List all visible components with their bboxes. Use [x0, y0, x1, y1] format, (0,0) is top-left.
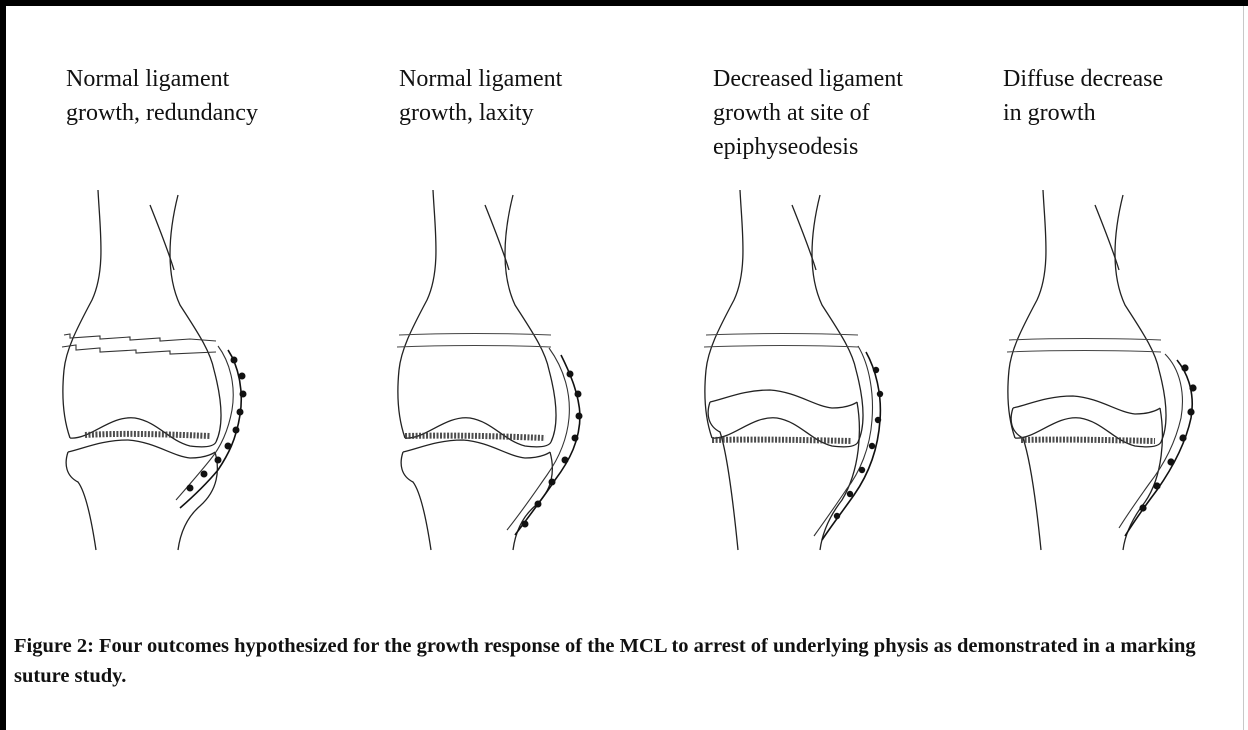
line-1 [399, 334, 551, 336]
knee-diagram-laxity [375, 190, 605, 550]
physis [1021, 440, 1155, 441]
knee-diagram-diffuse-decrease [985, 190, 1215, 550]
figure-caption: Figure 2: Four outcomes hypothesized for… [14, 631, 1234, 691]
line-2 [397, 346, 551, 348]
ligament [507, 348, 583, 535]
right-edge-line [1243, 6, 1244, 730]
physis [405, 436, 545, 438]
line-1 [64, 334, 216, 341]
line-2 [62, 345, 216, 354]
panel-4-title: Diffuse decrease in growth [1003, 62, 1163, 130]
panel-3-title: Decreased ligament growth at site of epi… [713, 62, 903, 164]
line-1 [1009, 339, 1161, 341]
line-2 [1007, 351, 1161, 353]
femur [63, 190, 221, 447]
panel-1-title: Normal ligament growth, redundancy [66, 62, 258, 130]
line-1 [706, 334, 858, 336]
physis [85, 434, 210, 436]
line-2 [704, 346, 858, 348]
knee-diagram-decreased-at-site [682, 190, 912, 550]
ligament [176, 346, 247, 508]
panel-2-title: Normal ligament growth, laxity [399, 62, 562, 130]
femur [398, 190, 556, 447]
physis [712, 440, 852, 441]
tibia [708, 390, 859, 550]
tibia [401, 440, 552, 550]
femur [1008, 190, 1166, 447]
knee-diagram-redundancy [40, 190, 270, 550]
